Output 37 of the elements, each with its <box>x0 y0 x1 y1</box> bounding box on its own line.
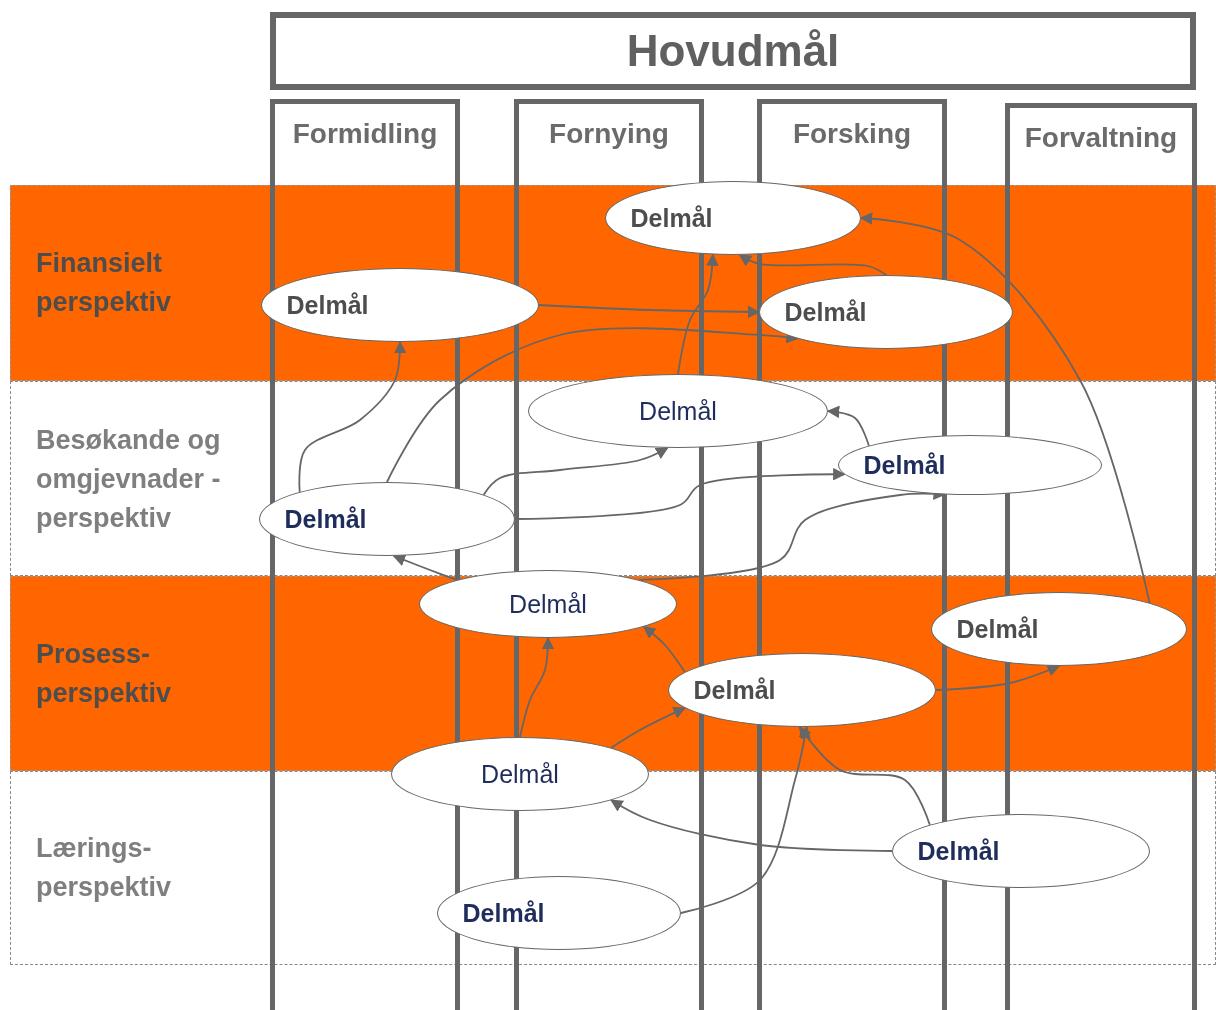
goal-header-box <box>270 12 1196 90</box>
subgoal-label: Delmål <box>956 613 1040 644</box>
connector-arrow <box>298 340 407 493</box>
subgoal-label: Delmål <box>863 449 947 480</box>
subgoal-label: Delmål <box>693 674 777 705</box>
connector-arrow <box>392 554 458 581</box>
subgoal-label: Delmål <box>509 589 587 619</box>
connector-arrow <box>519 636 555 738</box>
column-heading: Forsking <box>791 118 913 150</box>
column-heading: Formidling <box>291 118 439 150</box>
connector-arrow <box>386 327 800 483</box>
goal-heading: Hovudmål <box>626 26 840 76</box>
subgoal-label: Delmål <box>286 289 370 320</box>
subgoal-label: Delmål <box>639 396 717 426</box>
perspective-label: Finansielt perspektiv <box>36 247 173 319</box>
connector-arrow <box>738 254 887 276</box>
subgoal-label: Delmål <box>917 835 1001 866</box>
connector-arrow <box>680 725 811 914</box>
perspective-label: Lærings- perspektiv <box>36 832 173 904</box>
subgoal-label: Delmål <box>481 759 559 789</box>
connector-arrow <box>482 447 669 496</box>
connector-arrow <box>826 405 870 447</box>
connector-arrow <box>610 799 893 852</box>
connector-arrow <box>677 253 719 375</box>
subgoal-label: Delmål <box>784 296 868 327</box>
connector-arrow <box>798 725 931 826</box>
column-heading: Forvaltning <box>1023 122 1179 154</box>
connector-arrow <box>642 625 686 673</box>
subgoal-label: Delmål <box>630 202 714 233</box>
subgoal-label: Delmål <box>284 503 368 534</box>
connector-arrow <box>935 664 1061 691</box>
connector-arrow <box>859 212 1151 604</box>
subgoal-label: Delmål <box>462 897 546 928</box>
perspective-label: Besøkande og omgjevnader - perspektiv <box>36 423 222 535</box>
column-heading: Fornying <box>548 118 670 150</box>
connector-arrow <box>610 707 686 749</box>
perspective-label: Prosess- perspektiv <box>36 637 173 710</box>
